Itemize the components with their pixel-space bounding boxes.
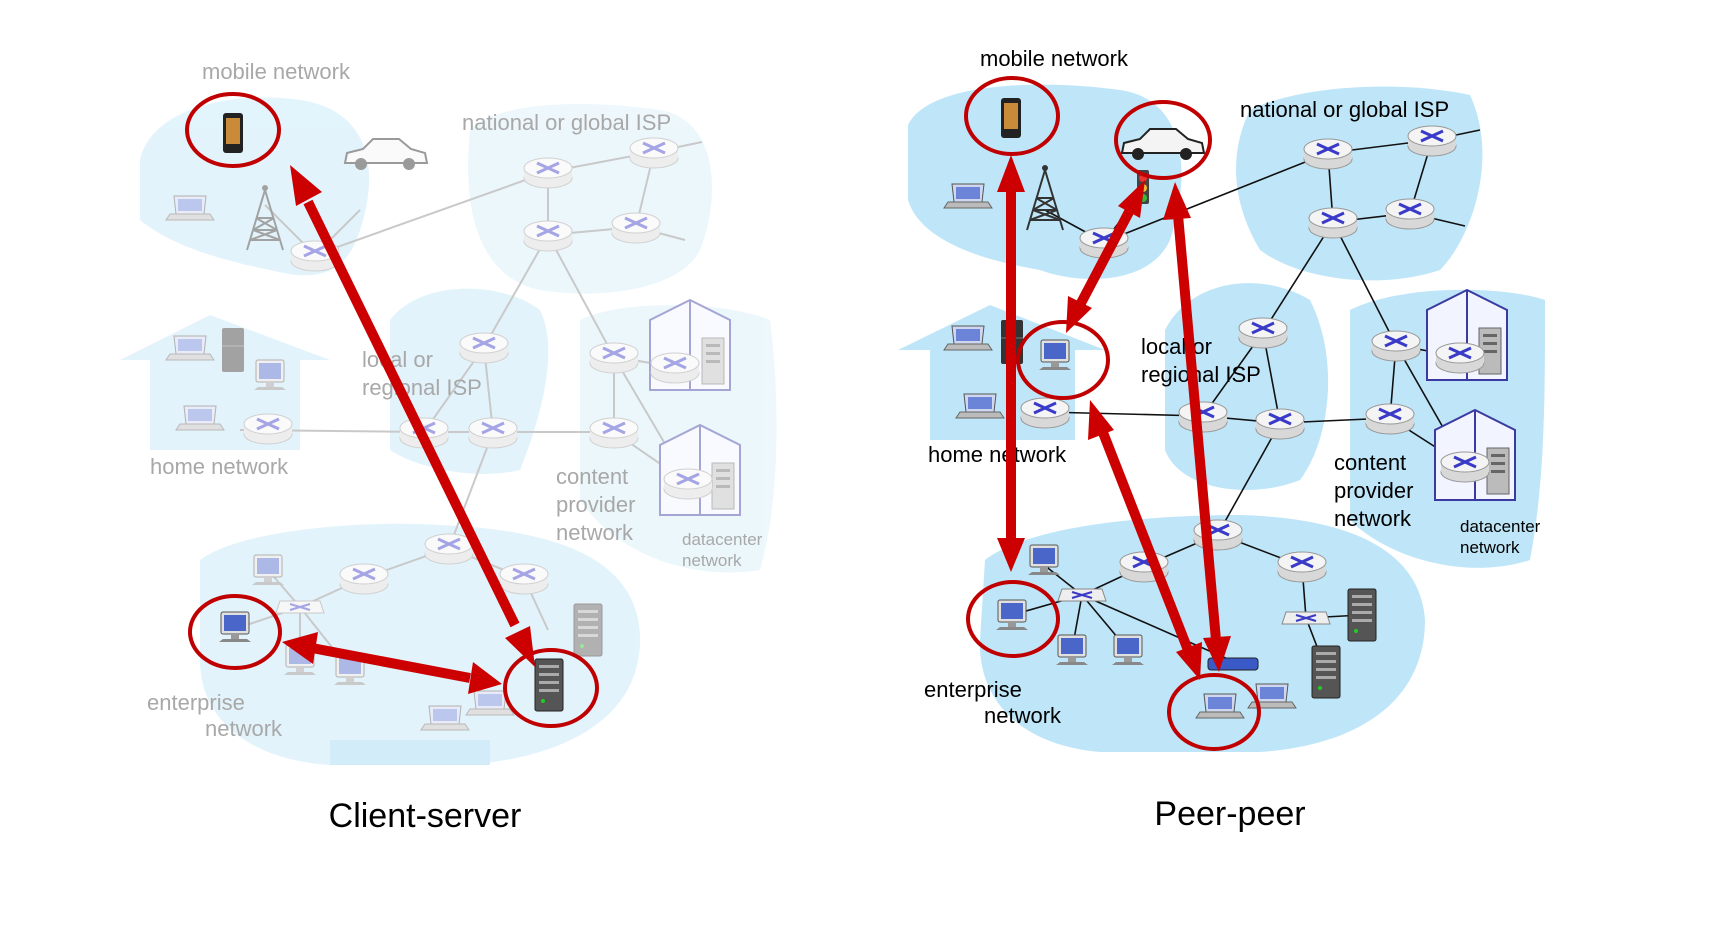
cs-label-content-line1: content (556, 464, 628, 489)
cs-label-content-line3: network (556, 520, 634, 545)
p2p-label-mobile-network: mobile network (980, 46, 1129, 71)
server-icon (534, 658, 564, 712)
enterprise-network-base (330, 740, 490, 765)
cs-circle-mobile (185, 92, 281, 168)
p2p-label-content-line1: content (1334, 450, 1406, 475)
p2p-label-content-line3: network (1334, 506, 1412, 531)
client-server-highlights (185, 92, 599, 728)
p2p-label-local-isp-line2: regional ISP (1141, 362, 1261, 387)
cs-circle-server (503, 648, 599, 728)
p2p-label-local-isp-line1: local or (1141, 334, 1212, 359)
cs-arrow-mobile-server (290, 165, 535, 667)
cs-label-enterprise-line2: network (205, 716, 283, 741)
cs-label-enterprise-line1: enterprise (147, 690, 245, 715)
cs-label-mobile-network: mobile network (202, 59, 351, 84)
p2p-label-content-line2: provider (1334, 478, 1413, 503)
p2p-circle-phone (964, 76, 1060, 156)
p2p-label-datacenter-line2: network (1460, 538, 1520, 557)
cs-label-local-isp-line2: regional ISP (362, 375, 482, 400)
p2p-label-enterprise-line1: enterprise (924, 677, 1022, 702)
p2p-circle-car (1114, 100, 1212, 180)
p2p-circle-home-pc (1016, 320, 1110, 400)
p2p-label-datacenter-line1: datacenter (1460, 517, 1541, 536)
peer-peer-panel (898, 84, 1545, 752)
p2p-phone-icon (1001, 98, 1021, 138)
p2p-label-home-network: home network (928, 442, 1067, 467)
mobile-phone-icon (223, 113, 243, 153)
p2p-arrow-home-pc-laptop (1088, 400, 1202, 680)
cs-label-home-network: home network (150, 454, 289, 479)
p2p-label-global-isp: national or global ISP (1240, 97, 1449, 122)
cs-label-local-isp-line1: local or (362, 347, 433, 372)
p2p-arrow-car-home-pc (1066, 180, 1145, 333)
p2p-circle-enterprise-laptop (1167, 673, 1261, 751)
cs-arrow-pc-server (282, 632, 502, 694)
cs-label-datacenter-line1: datacenter (682, 530, 763, 549)
peer-peer-highlights (964, 76, 1261, 751)
mobile-network-region (140, 97, 370, 276)
p2p-arrow-phone-enterprise-pc (997, 155, 1025, 572)
cs-circle-enterprise-pc (188, 594, 282, 670)
client-server-panel (120, 97, 777, 765)
cs-label-global-isp: national or global ISP (462, 110, 671, 135)
cs-label-datacenter-line2: network (682, 551, 742, 570)
p2p-arrow-car-laptop (1163, 182, 1231, 672)
caption-peer-peer: Peer-peer (1154, 795, 1305, 833)
p2p-label-enterprise-line2: network (984, 703, 1062, 728)
cs-label-content-line2: provider (556, 492, 635, 517)
caption-client-server: Client-server (329, 797, 522, 835)
p2p-circle-enterprise-pc (966, 580, 1060, 658)
